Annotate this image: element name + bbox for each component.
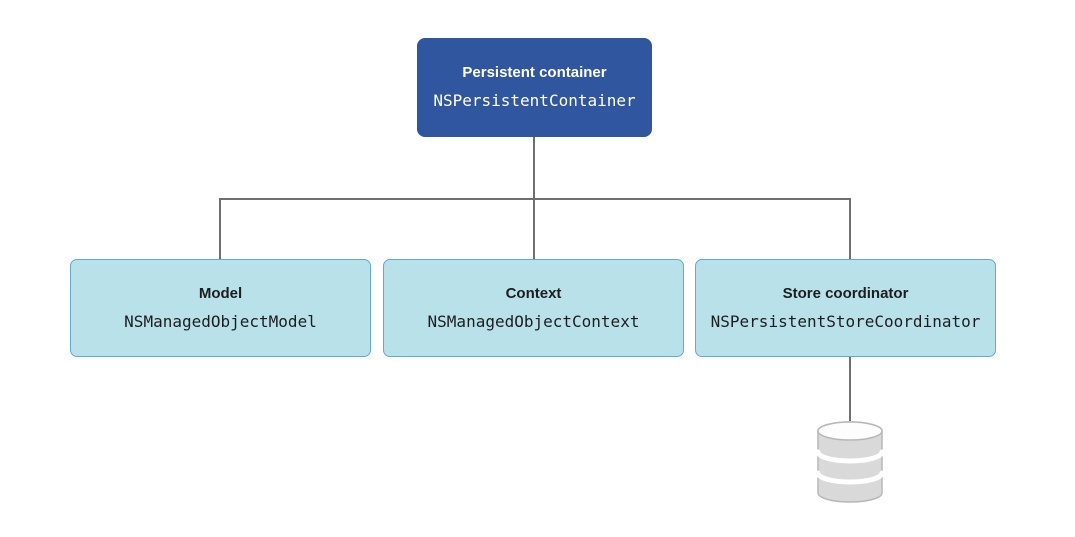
- context-title: Context: [505, 284, 562, 302]
- database-cylinder-icon: [816, 421, 884, 503]
- connector-store-database-line: [849, 357, 851, 421]
- connector-horizontal-line: [219, 198, 851, 200]
- store-coordinator-title: Store coordinator: [782, 284, 909, 302]
- context-class-name: NSManagedObjectContext: [427, 311, 640, 331]
- context-node: Context NSManagedObjectContext: [383, 259, 684, 357]
- persistent-container-class-name: NSPersistentContainer: [433, 91, 636, 111]
- connector-store-drop-line: [849, 198, 851, 259]
- store-coordinator-node: Store coordinator NSPersistentStoreCoord…: [695, 259, 996, 357]
- model-title: Model: [198, 284, 243, 302]
- model-node: Model NSManagedObjectModel: [70, 259, 371, 357]
- persistent-container-title: Persistent container: [462, 64, 607, 82]
- persistent-container-node: Persistent container NSPersistentContain…: [417, 38, 652, 137]
- connector-model-drop-line: [219, 198, 221, 259]
- model-class-name: NSManagedObjectModel: [124, 311, 317, 331]
- store-coordinator-class-name: NSPersistentStoreCoordinator: [710, 311, 981, 331]
